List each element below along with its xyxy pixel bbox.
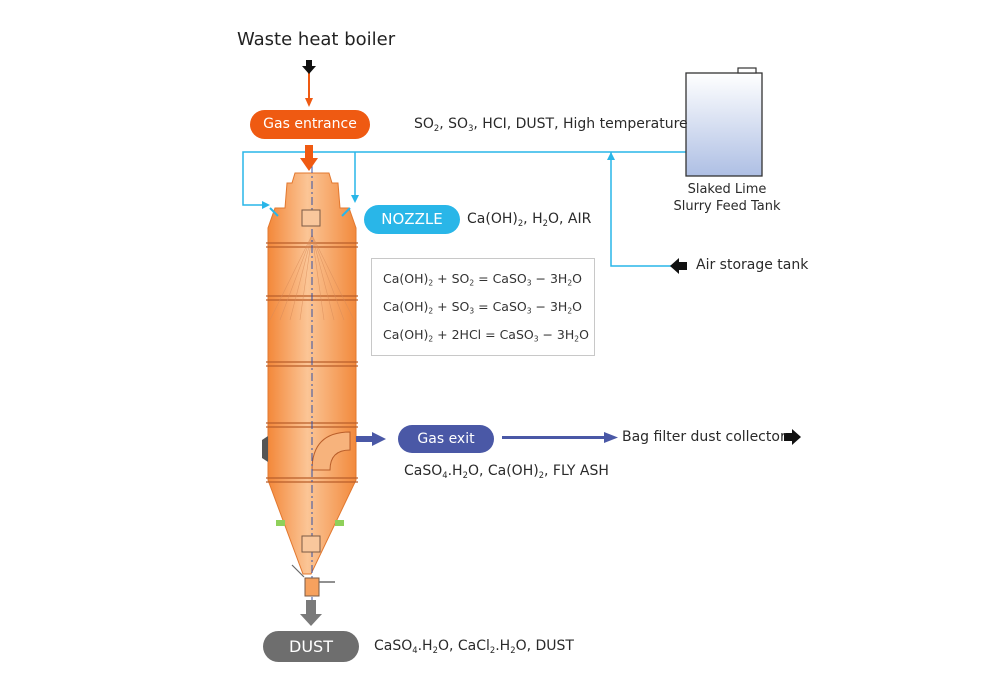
reaction-2: Ca(OH)2 + SO3 = CaSO3 − 3H2O — [383, 299, 582, 316]
slurry-line-arrowheads — [262, 152, 615, 209]
spray-nozzles — [269, 207, 351, 217]
reaction-3: Ca(OH)2 + 2HCl = CaSO3 − 3H2O — [383, 327, 589, 344]
bag-filter-label: Bag filter dust collector — [622, 429, 786, 445]
tank-label-line1: Slaked Lime — [687, 182, 767, 197]
absorber-vessel — [262, 165, 358, 600]
inlet-gas-composition: SO2, SO3, HCI, DUST, High temperature — [414, 116, 688, 133]
dust-arrow — [300, 600, 322, 626]
slurry-feed-tank — [685, 67, 763, 177]
left-arrow-icon — [670, 258, 687, 274]
inlet-arrows — [300, 72, 318, 171]
tank-label-line2: Slurry Feed Tank — [673, 199, 781, 214]
gas-entrance-badge: Gas entrance — [250, 110, 370, 139]
right-arrow-icon — [784, 429, 801, 445]
dust-products-composition: CaSO4.H2O, CaCl2.H2O, DUST — [374, 638, 574, 655]
dust-badge: DUST — [263, 631, 359, 662]
nozzle-badge: NOZZLE — [364, 205, 460, 234]
gas-exit-arrows — [356, 432, 618, 446]
nozzle-feed-composition: Ca(OH)2, H2O, AIR — [467, 211, 592, 228]
gas-exit-badge: Gas exit — [398, 425, 494, 453]
down-arrow-icon — [302, 60, 316, 74]
reaction-equations-box: Ca(OH)2 + SO2 = CaSO3 − 3H2O Ca(OH)2 + S… — [371, 258, 595, 356]
exit-products-composition: CaSO4.H2O, Ca(OH)2, FLY ASH — [404, 463, 609, 480]
air-storage-tank-label: Air storage tank — [696, 257, 809, 273]
slurry-feed-line — [242, 151, 686, 267]
waste-heat-boiler-label: Waste heat boiler — [237, 29, 396, 50]
reaction-1: Ca(OH)2 + SO2 = CaSO3 − 3H2O — [383, 271, 582, 288]
